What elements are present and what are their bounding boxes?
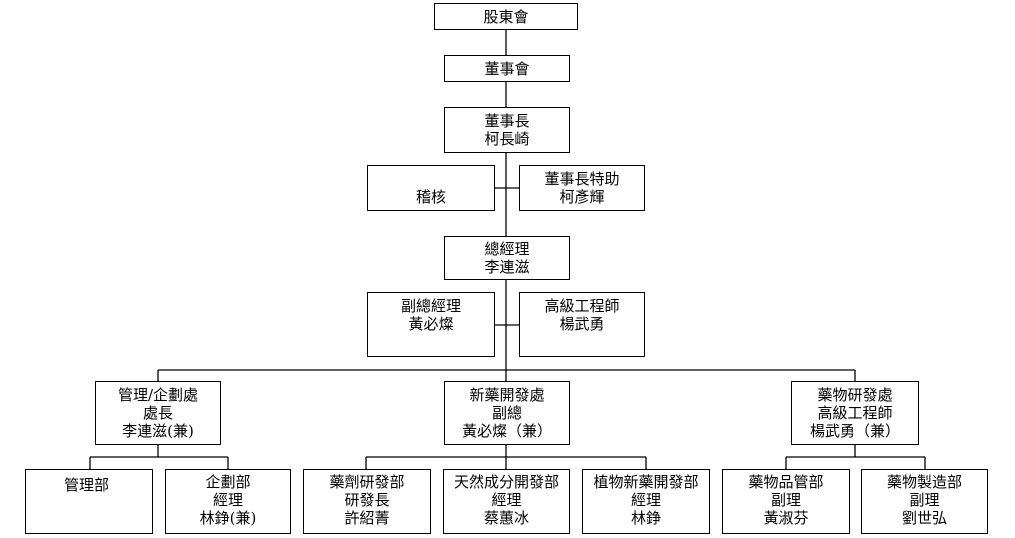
dept-manufacturing-box: 藥物製造部副理劉世弘	[861, 469, 988, 534]
dept-quality-box: 藥物品管部副理黃淑芬	[722, 469, 850, 534]
dept-formulation-box: 藥劑研發部研發長許紹菁	[303, 469, 431, 534]
dept-botanical-drug-box: 植物新藥開發部經理林錚	[582, 469, 710, 534]
person-name: 黃必燦（兼）	[461, 422, 552, 440]
person-name: 黃淑芬	[763, 509, 809, 527]
position-title: 經理	[491, 491, 522, 509]
unit-title: 藥物品管部	[748, 473, 824, 491]
person-name: 劉世弘	[901, 509, 947, 527]
division-drug-research-box: 藥物研發處高級工程師楊武勇（兼）	[791, 381, 919, 445]
unit-title: 企劃部	[205, 473, 251, 491]
shareholders-box: 股東會	[434, 3, 578, 30]
unit-title: 股東會	[483, 7, 529, 26]
person-name: 林錚	[630, 509, 661, 527]
unit-title: 管理/企劃處	[117, 386, 199, 404]
general-manager-box: 總經理李連滋	[444, 236, 570, 280]
position-title: 經理	[212, 491, 243, 509]
unit-title: 藥劑研發部	[329, 473, 405, 491]
position-title: 研發長	[344, 491, 390, 509]
person-name: 許紹菁	[344, 509, 390, 527]
deputy-general-manager-box: 副總經理黃必燦	[367, 292, 495, 357]
position-title: 副理	[909, 491, 940, 509]
unit-title: 董事長特助	[544, 170, 620, 188]
person-name: 蔡蕙冰	[483, 509, 529, 527]
position-title: 高級工程師	[817, 404, 893, 422]
unit-title: 藥物製造部	[886, 473, 962, 491]
person-name: 黃必燦	[408, 315, 454, 333]
unit-title: 董事會	[484, 59, 530, 78]
person-name: 柯彥輝	[559, 188, 605, 206]
person-name: 楊武勇（兼）	[809, 422, 900, 440]
dept-natural-products-box: 天然成分開發部經理蔡蕙冰	[443, 469, 570, 534]
person-name: 李連滋	[484, 258, 530, 276]
division-new-drug-box: 新藥開發處副總黃必燦（兼）	[444, 381, 570, 445]
unit-title: 藥物研發處	[817, 386, 893, 404]
unit-title: 管理部	[64, 476, 110, 494]
position-title: 副總	[491, 404, 522, 422]
position-title: 經理	[630, 491, 661, 509]
person-name: 林錚(兼)	[199, 509, 257, 527]
person-name: 柯長崎	[484, 130, 530, 148]
dept-management-box: 管理部	[25, 469, 153, 534]
position-title: 副理	[770, 491, 801, 509]
division-management-box: 管理/企劃處處長李連滋(兼)	[95, 381, 221, 445]
unit-title: 高級工程師	[544, 297, 620, 315]
audit-box: 稽核	[367, 165, 495, 211]
person-name: 李連滋(兼)	[122, 422, 194, 440]
senior-engineer-box: 高級工程師楊武勇	[519, 292, 645, 357]
unit-title: 副總經理	[400, 297, 461, 315]
position-title: 處長	[142, 404, 173, 422]
chairman-box: 董事長柯長崎	[444, 107, 570, 153]
unit-title: 新藥開發處	[469, 386, 545, 404]
board-box: 董事會	[444, 55, 570, 82]
person-name: 楊武勇	[559, 315, 605, 333]
unit-title: 總經理	[484, 240, 530, 258]
unit-title: 植物新藥開發部	[593, 473, 699, 491]
dept-planning-box: 企劃部經理林錚(兼)	[165, 469, 291, 534]
unit-title: 稽核	[415, 188, 446, 206]
unit-title: 董事長	[484, 112, 530, 130]
special-assistant-box: 董事長特助柯彥輝	[519, 165, 645, 211]
unit-title: 天然成分開發部	[453, 473, 559, 491]
